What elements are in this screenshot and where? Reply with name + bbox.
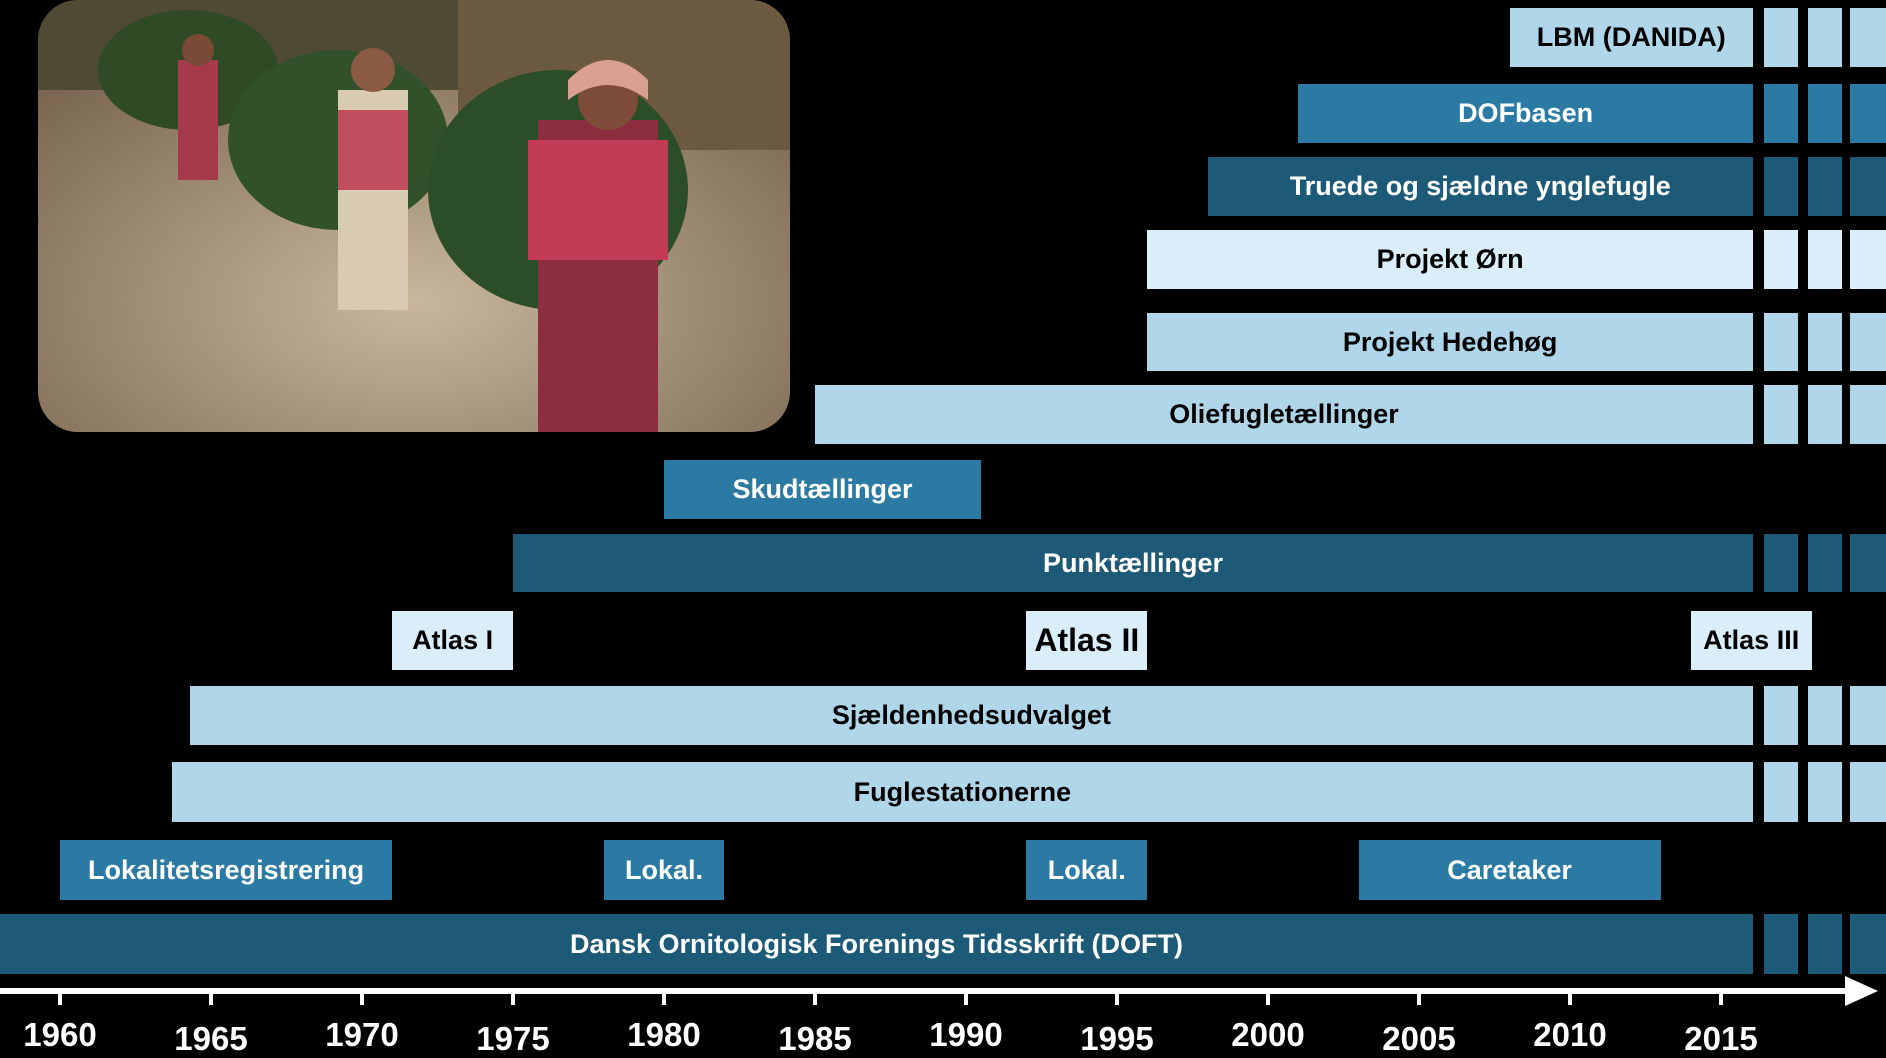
ongoing-stripe <box>1808 686 1842 745</box>
tick-label: 2005 <box>1382 1020 1456 1057</box>
ongoing-stripe <box>1850 762 1886 822</box>
tick-label: 1975 <box>476 1020 550 1057</box>
timeline-bar: Projekt Hedehøg <box>1147 313 1753 371</box>
ongoing-stripe <box>1764 313 1798 371</box>
tick-label: 1970 <box>325 1016 399 1053</box>
timeline-bar: Atlas II <box>1026 611 1148 670</box>
tick-label: 1960 <box>23 1016 97 1053</box>
timeline-bar: LBM (DANIDA) <box>1509 8 1753 67</box>
ongoing-stripe <box>1850 84 1886 143</box>
ongoing-stripe <box>1850 230 1886 289</box>
timeline-bar: DOFbasen <box>1298 84 1753 143</box>
ongoing-stripe <box>1850 534 1886 592</box>
tick-label: 1985 <box>778 1020 852 1057</box>
timeline-bar: Atlas I <box>392 611 513 670</box>
ongoing-stripe <box>1764 914 1798 974</box>
timeline-bar: Atlas III <box>1690 611 1812 670</box>
ongoing-stripe <box>1808 313 1842 371</box>
ongoing-stripe <box>1808 84 1842 143</box>
ongoing-stripe <box>1764 385 1798 444</box>
timeline-bar: Oliefugletællinger <box>815 385 1753 444</box>
timeline-bar: Lokal. <box>1026 840 1148 900</box>
ongoing-stripe <box>1808 230 1842 289</box>
ongoing-stripe <box>1850 686 1886 745</box>
timeline-bar: Sjældenhedsudvalget <box>189 686 1753 745</box>
photo-women-carrying-fodder <box>38 0 790 432</box>
timeline-bar: Projekt Ørn <box>1147 230 1753 289</box>
timeline-bar: Punktællinger <box>513 534 1753 592</box>
ongoing-stripe <box>1850 8 1886 67</box>
ongoing-stripe <box>1808 534 1842 592</box>
ongoing-stripe <box>1764 157 1798 216</box>
ongoing-stripe <box>1808 762 1842 822</box>
ongoing-stripe <box>1764 230 1798 289</box>
tick-label: 2000 <box>1231 1016 1305 1053</box>
ongoing-stripe <box>1808 914 1842 974</box>
timeline-bar: Truede og sjældne ynglefugle <box>1207 157 1753 216</box>
ongoing-stripe <box>1850 313 1886 371</box>
tick-label: 1980 <box>627 1016 701 1053</box>
ongoing-stripe <box>1764 762 1798 822</box>
timeline-bar: Dansk Ornitologisk Forenings Tidsskrift … <box>0 914 1753 974</box>
timeline-bar: Skudtællinger <box>664 460 982 519</box>
timeline-bar: Lokal. <box>603 840 725 900</box>
ongoing-stripe <box>1764 534 1798 592</box>
axis-arrow-icon <box>1845 976 1878 1006</box>
ongoing-stripe <box>1808 8 1842 67</box>
photo-image <box>38 0 790 432</box>
tick-label: 1965 <box>174 1020 248 1057</box>
ongoing-stripe <box>1764 686 1798 745</box>
ongoing-stripe <box>1850 385 1886 444</box>
ongoing-stripe <box>1850 157 1886 216</box>
tick-label: 2010 <box>1533 1016 1607 1053</box>
tick-label: 1995 <box>1080 1020 1154 1057</box>
timeline-bar: Lokalitetsregistrering <box>60 840 393 900</box>
ongoing-stripe <box>1764 8 1798 67</box>
timeline-bar: Caretaker <box>1358 840 1661 900</box>
tick-label: 1990 <box>929 1016 1003 1053</box>
timeline-bar: Fuglestationerne <box>171 762 1753 822</box>
tick-label: 2015 <box>1684 1020 1758 1057</box>
ongoing-stripe <box>1808 157 1842 216</box>
ongoing-stripe <box>1850 914 1886 974</box>
ongoing-stripe <box>1808 385 1842 444</box>
ongoing-stripe <box>1764 84 1798 143</box>
